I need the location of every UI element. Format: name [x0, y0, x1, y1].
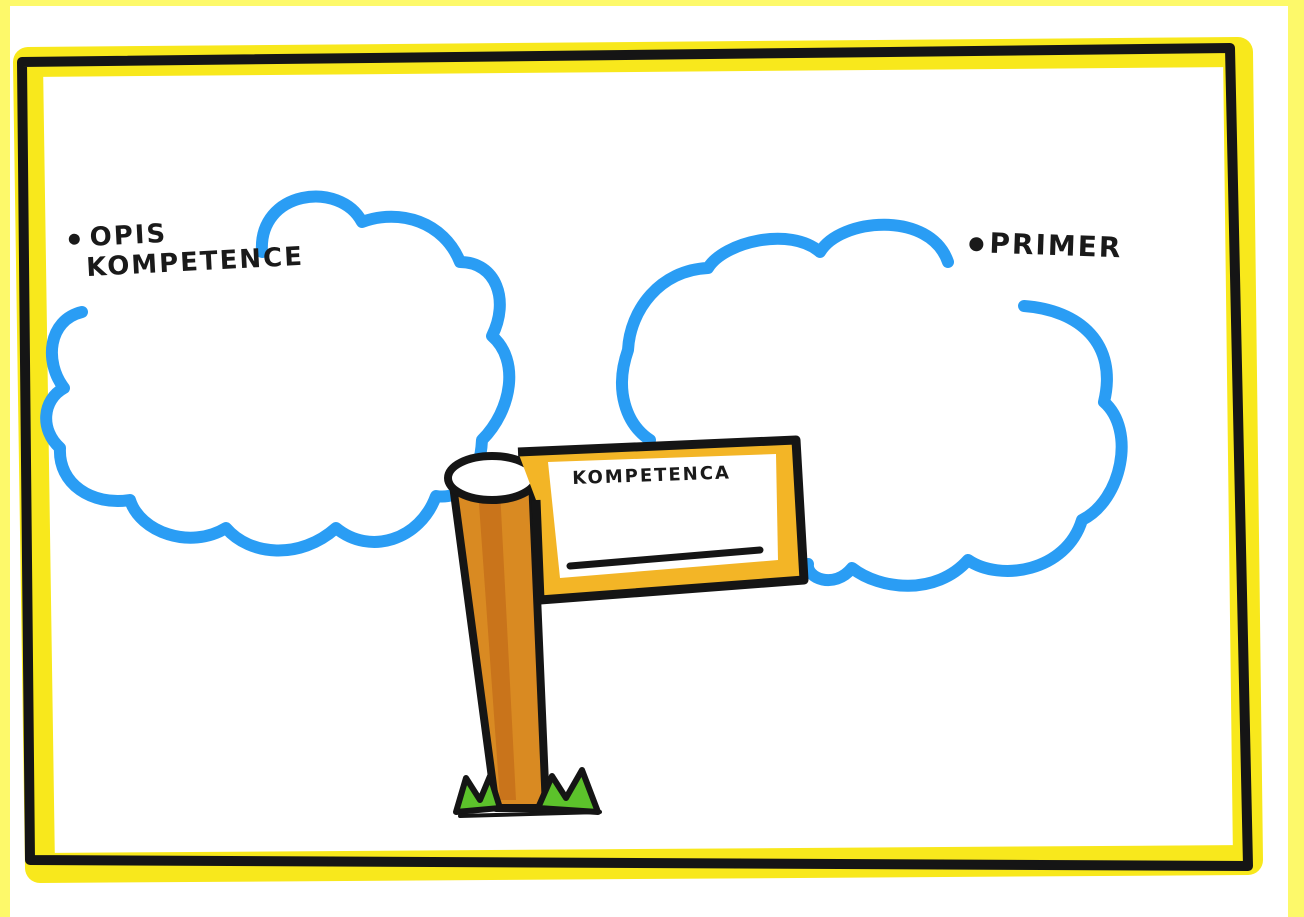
- bullet-dot-icon: [969, 237, 983, 251]
- left-cloud-label-line1: OPIS: [89, 219, 168, 253]
- bullet-dot-icon: [69, 233, 81, 245]
- right-cloud-label: PRIMER: [969, 226, 1123, 264]
- left-cloud-label: OPIS KOMPETENCE: [68, 212, 305, 284]
- right-cloud-label-text: PRIMER: [989, 227, 1123, 265]
